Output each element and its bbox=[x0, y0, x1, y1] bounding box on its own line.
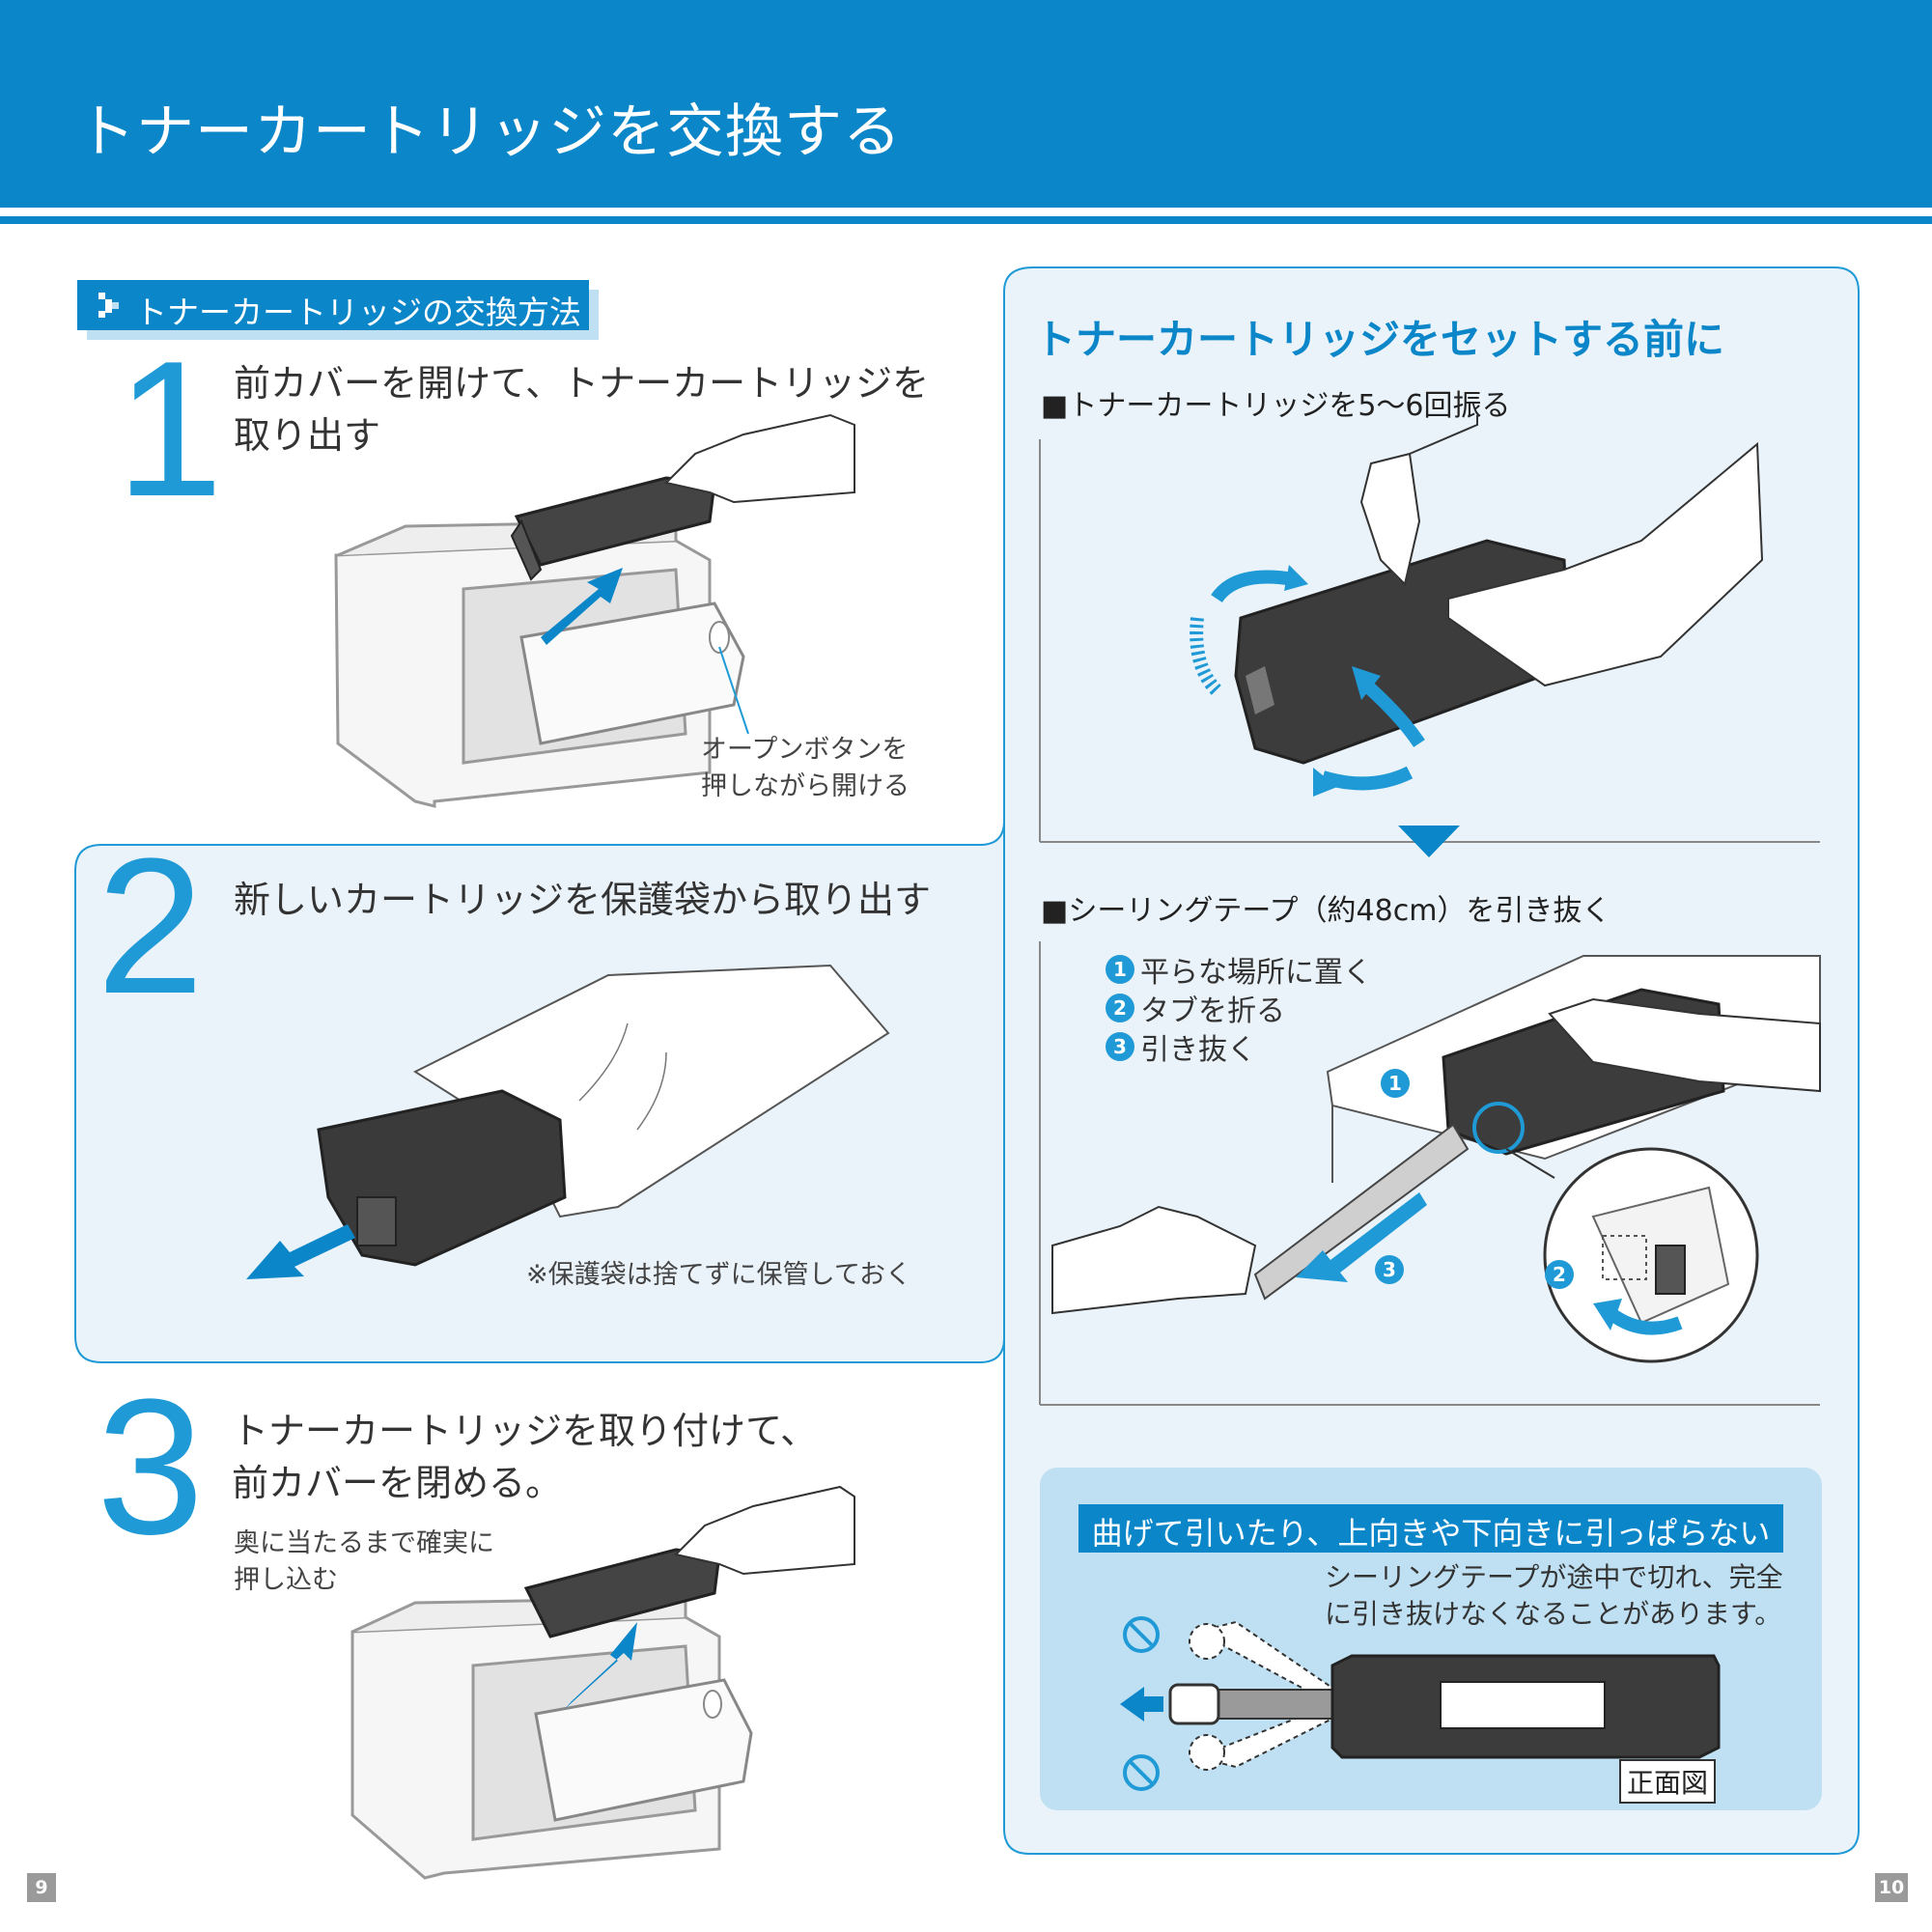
seal-instruction: ■シーリングテープ（約48cm）を引き抜く bbox=[1041, 894, 1611, 928]
step-callout: オープンボタンを 押しながら開ける bbox=[701, 732, 910, 805]
step-number: 3 bbox=[97, 1359, 205, 1575]
step-note: ※保護袋は捨てずに保管しておく bbox=[526, 1260, 912, 1290]
section-tab-label: トナーカートリッジの交換方法 bbox=[135, 294, 581, 331]
warning-banner bbox=[1078, 1504, 1783, 1553]
step-title: 新しいカートリッジを保護袋から取り出す bbox=[234, 879, 932, 921]
chevron-right-icon bbox=[98, 293, 119, 318]
step-marker-icon: 1 bbox=[1381, 1069, 1410, 1098]
shake-instruction: ■トナーカートリッジを5〜6回振る bbox=[1041, 389, 1511, 423]
substep-text: タブを折る bbox=[1140, 994, 1285, 1028]
prohibited-icon bbox=[1123, 1754, 1160, 1791]
step-title: トナーカートリッジを取り付けて、 前カバーを閉める。 bbox=[232, 1410, 818, 1504]
before-setting-heading: トナーカートリッジをセットする前に bbox=[1035, 316, 1725, 363]
page-number-right: 10 bbox=[1875, 1873, 1908, 1902]
section-tab bbox=[77, 280, 589, 330]
step-marker-icon: 2 bbox=[1106, 994, 1134, 1022]
callout-line: オープンボタンを 押しながら開ける bbox=[701, 735, 910, 801]
step-number: 1 bbox=[116, 322, 224, 537]
step-note: 奥に当たるまで確実に 押し込む bbox=[234, 1528, 494, 1595]
substep-text: 引き抜く bbox=[1140, 1033, 1256, 1067]
step-marker-icon: 2 bbox=[1545, 1260, 1574, 1289]
warning-text: シーリングテープが途中で切れ、完全に引き抜けなくなることがあります。 bbox=[1325, 1561, 1783, 1630]
substep-item: 2 タブを折る bbox=[1106, 987, 1285, 1029]
step-title: 前カバーを開けて、トナーカートリッジを取り出す bbox=[234, 362, 930, 457]
header-rule bbox=[0, 216, 1932, 224]
step-number: 2 bbox=[97, 819, 205, 1034]
page-header bbox=[0, 0, 1932, 208]
substep-item: 3 引き抜く bbox=[1106, 1025, 1256, 1068]
front-view-label: 正面図 bbox=[1619, 1759, 1717, 1804]
step-marker-icon: 1 bbox=[1106, 955, 1134, 984]
prohibited-icon bbox=[1123, 1616, 1160, 1653]
page-number-left: 9 bbox=[27, 1873, 56, 1902]
step-marker-icon: 3 bbox=[1375, 1255, 1404, 1284]
page-title: トナーカートリッジを交換する bbox=[77, 98, 902, 166]
substep-text: 平らな場所に置く bbox=[1140, 956, 1372, 990]
warning-title: 曲げて引いたり、上向きや下向きに引っぱらない bbox=[1091, 1515, 1771, 1552]
substep-item: 1 平らな場所に置く bbox=[1106, 948, 1372, 991]
step-marker-icon: 3 bbox=[1106, 1032, 1134, 1061]
